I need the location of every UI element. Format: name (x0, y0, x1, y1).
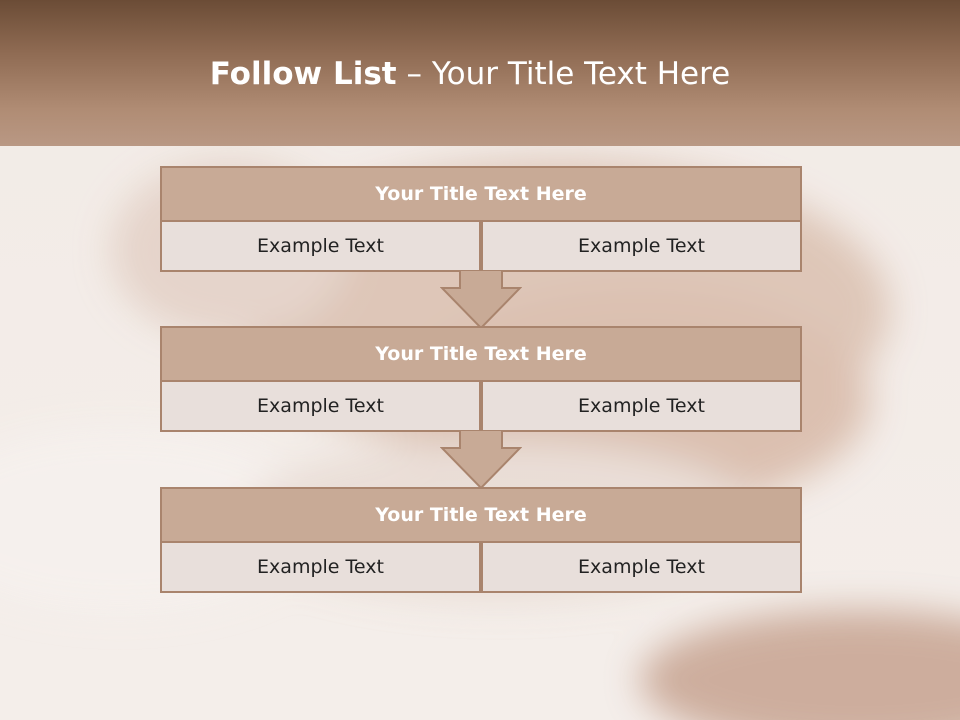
step-text-right: Example Text (481, 222, 802, 272)
step-text-right: Example Text (481, 543, 802, 593)
step-text-left: Example Text (160, 382, 481, 432)
slide-title-rest: – Your Title Text Here (406, 56, 731, 92)
down-arrow-icon (440, 270, 522, 330)
title-bar: Follow List – Your Title Text Here (0, 0, 960, 146)
step-text-right: Example Text (481, 382, 802, 432)
step-text-left: Example Text (160, 222, 481, 272)
step-title: Your Title Text Here (160, 487, 802, 543)
step-title: Your Title Text Here (160, 326, 802, 382)
step-text-left: Example Text (160, 543, 481, 593)
slide-title-bold: Follow List (209, 56, 397, 92)
down-arrow-icon (440, 430, 522, 490)
slide-title: Follow List – Your Title Text Here (0, 56, 940, 92)
step-title: Your Title Text Here (160, 166, 802, 222)
